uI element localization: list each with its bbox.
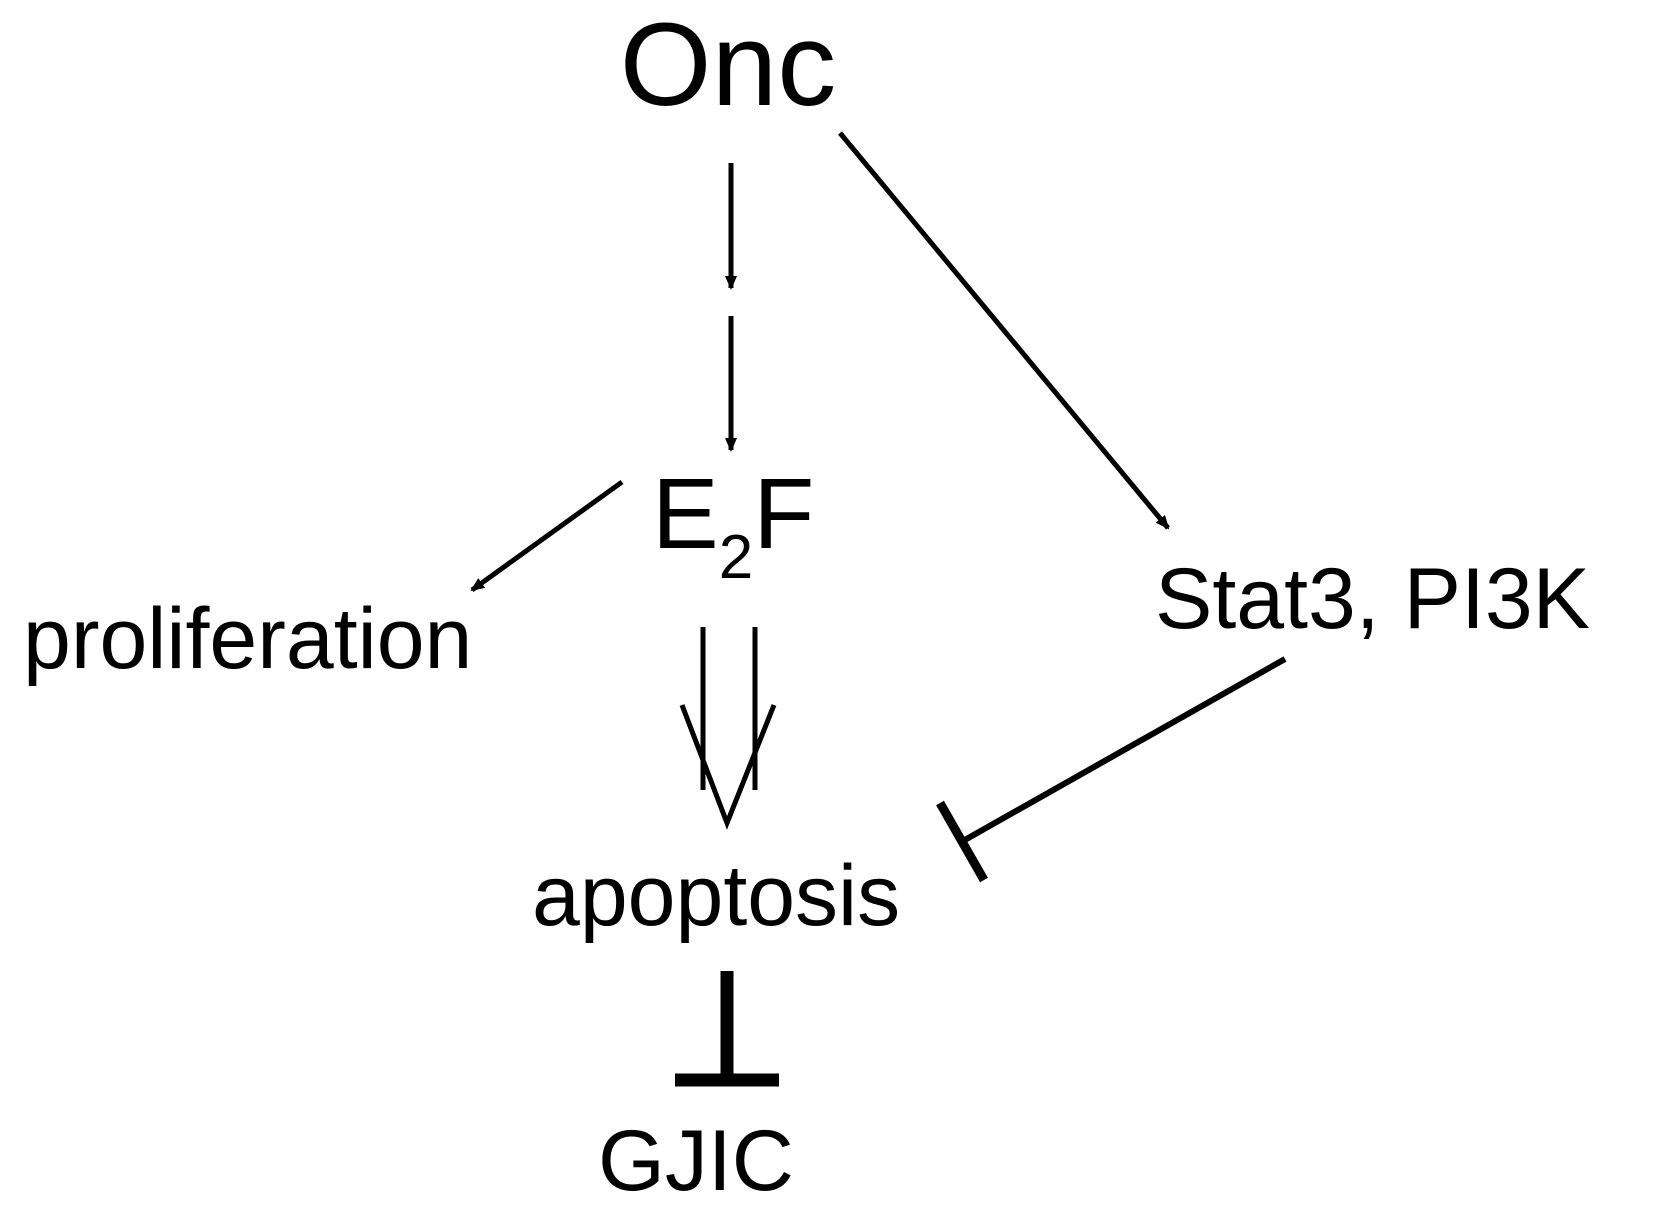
node-stat3-pi3k: Stat3, PI3K (1155, 551, 1590, 647)
node-apoptosis: apoptosis (532, 848, 900, 944)
node-e2f-main: E (652, 458, 719, 570)
edge-apoptosis-inhibits-gjic (675, 971, 779, 1087)
edge-stat3-inhibits-apoptosis-bar (936, 800, 988, 883)
node-e2f-subscript: 2 (719, 523, 753, 592)
edge-e2f-to-apoptosis-open-head (679, 704, 777, 830)
edge-onc-to-stat3 (838, 131, 1170, 530)
node-gjic: GJIC (598, 1113, 794, 1209)
edge-e2f-to-apoptosis (679, 627, 777, 830)
edge-stat3-inhibits-apoptosis-line (961, 656, 1287, 844)
node-onc: Onc (620, 0, 836, 131)
node-e2f-tail: F (753, 458, 814, 570)
edge-e2f-to-proliferation (470, 479, 624, 593)
node-e2f: E2F (652, 458, 814, 592)
edge-stat3-inhibits-apoptosis (936, 656, 1287, 883)
node-proliferation: proliferation (23, 591, 472, 687)
